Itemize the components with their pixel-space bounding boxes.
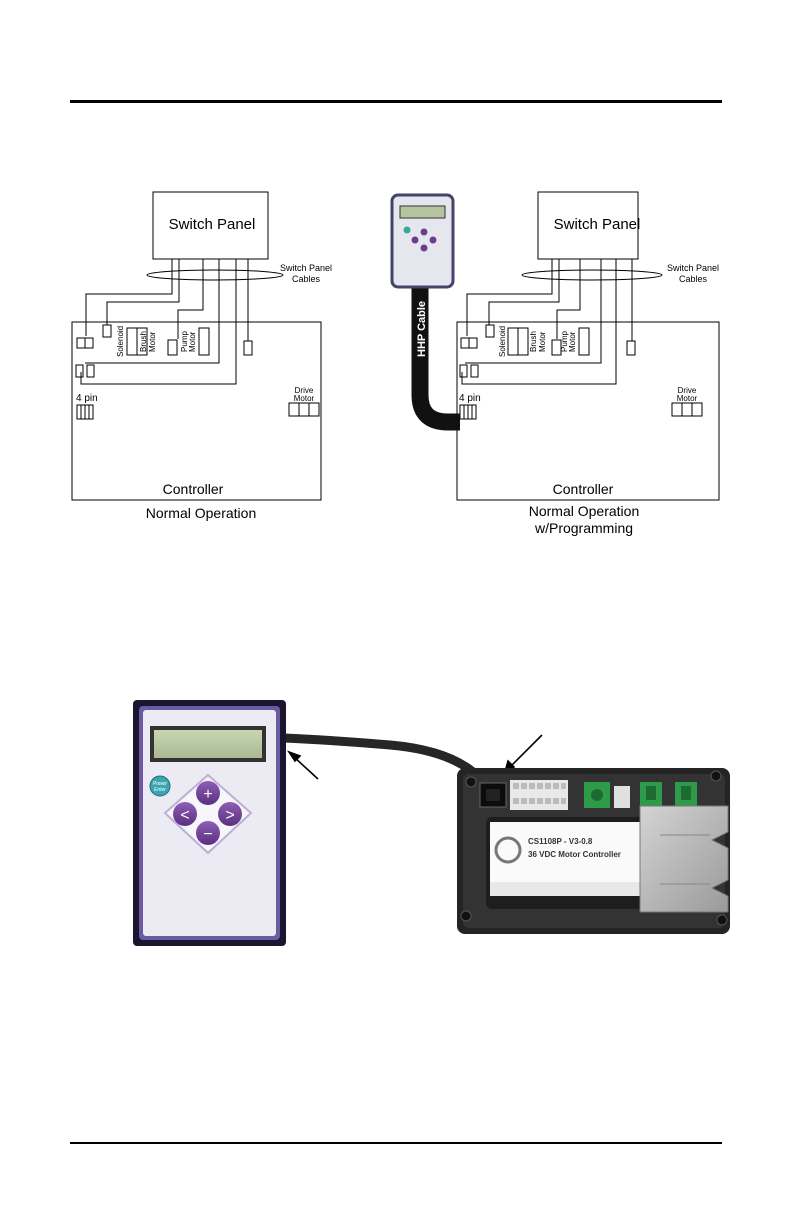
- right-drive-label: Drive: [678, 386, 697, 395]
- minus-key: [196, 821, 220, 845]
- top-rule: [70, 100, 722, 103]
- svg-text:−: −: [203, 826, 212, 843]
- left-diagram: [71, 191, 322, 501]
- heatsink-plate: [639, 805, 729, 913]
- left-controller-box: [71, 321, 322, 501]
- right-key: [218, 802, 242, 826]
- left-solenoid-label: Solenoid: [116, 326, 125, 357]
- left-controller-label: Controller: [163, 481, 224, 497]
- right-caption-1: Normal Operation: [529, 503, 640, 519]
- diagram-programmer: [390, 193, 455, 289]
- right-motor-label: Motor: [538, 331, 547, 352]
- left-drive-label: Drive: [295, 386, 314, 395]
- right-caption-2: w/Programming: [534, 520, 633, 536]
- left-motor-label: Motor: [148, 331, 157, 352]
- svg-text:+: +: [203, 786, 212, 803]
- svg-text:<: <: [180, 807, 189, 824]
- programmer-port: [479, 782, 507, 808]
- right-pump-motor-label: Motor: [568, 331, 577, 352]
- left-cable-ellipse: [146, 269, 284, 281]
- left-switch-panel-box: [152, 191, 269, 260]
- right-controller-box: [456, 321, 720, 501]
- controller-model-text: CS1108P - V3-0.8: [528, 837, 593, 846]
- svg-text:>: >: [225, 807, 234, 824]
- left-brush-label: Brush: [139, 331, 148, 352]
- right-diagram: [456, 191, 720, 501]
- left-key: [173, 802, 197, 826]
- left-cables-label-1: Switch Panel: [280, 263, 332, 273]
- arrows: [286, 734, 543, 780]
- right-brush-label: Brush: [529, 331, 538, 352]
- left-pump-motor-label: Motor: [188, 331, 197, 352]
- hhp-cable: [411, 282, 460, 431]
- power-enter-button: [149, 775, 171, 797]
- left-caption: Normal Operation: [146, 505, 257, 521]
- right-cables-label-1: Switch Panel: [667, 263, 719, 273]
- motor-controller-device: CS1108P - V3-0.8 36 VDC Motor Controller: [457, 768, 730, 934]
- right-4pin-label: 4 pin: [459, 393, 481, 404]
- right-pump-label: Pump: [560, 331, 569, 352]
- logo-power-text: Power: [153, 781, 168, 787]
- right-switch-panel-box: [537, 191, 639, 260]
- left-cables-label-2: Cables: [292, 274, 321, 284]
- right-controller-label: Controller: [553, 481, 614, 497]
- left-drive-motor-label: Motor: [294, 394, 315, 403]
- controller-desc-text: 36 VDC Motor Controller: [528, 850, 621, 859]
- left-diagram-text: Switch Panel Switch Panel Cables Solenoi…: [76, 216, 332, 521]
- left-switch-panel-label: Switch Panel: [169, 216, 256, 233]
- bottom-rule: [70, 1142, 722, 1144]
- programmer-device: Power Enter + < > −: [133, 700, 286, 946]
- right-diagram-text: HHP Cable Switch Panel Switch Panel Cabl…: [416, 216, 719, 536]
- keypad-diamond: [163, 773, 253, 855]
- right-switch-panel-label: Switch Panel: [554, 216, 641, 233]
- right-solenoid-label: Solenoid: [498, 326, 507, 357]
- right-drive-motor-label: Motor: [677, 394, 698, 403]
- left-4pin-label: 4 pin: [76, 393, 98, 404]
- controller-logo: [494, 836, 522, 864]
- right-cables-label-2: Cables: [679, 274, 708, 284]
- hhp-cable-label: HHP Cable: [416, 301, 428, 357]
- left-pump-label: Pump: [180, 331, 189, 352]
- plus-key: [196, 781, 220, 805]
- right-cable-ellipse: [521, 269, 663, 281]
- logo-enter-text: Enter: [154, 787, 166, 793]
